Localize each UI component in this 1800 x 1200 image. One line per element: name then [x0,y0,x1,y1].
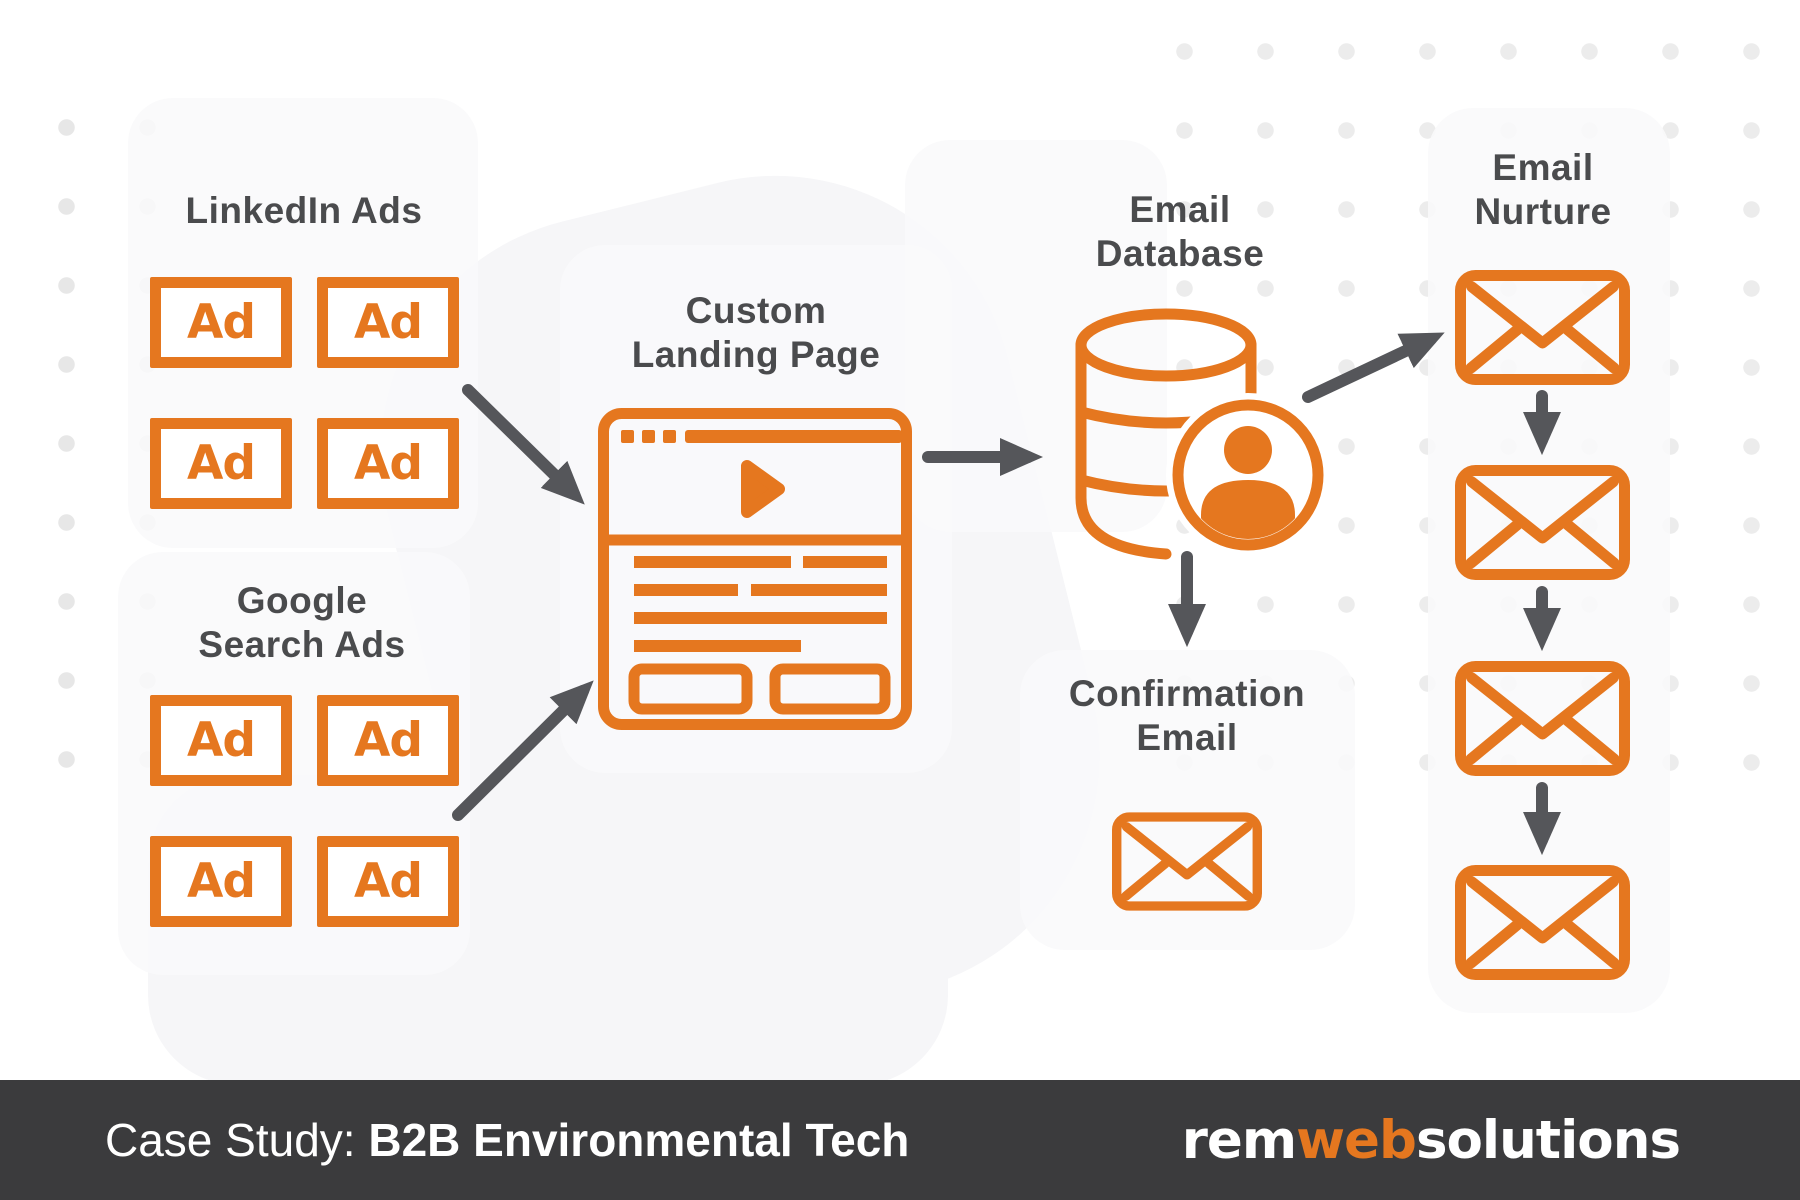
google-ad-box: Ad [317,695,459,786]
nurture-envelope-icon-4 [1455,865,1630,980]
confirmation-email-title: Confirmation Email [1068,673,1306,758]
nurture-envelope-icon-1 [1455,270,1630,385]
email-database-icon [1075,308,1330,560]
footer-caption-bold: B2B Environmental Tech [368,1114,910,1166]
email-nurture-title: Email Nurture [1474,147,1612,232]
confirmation-envelope-icon [1112,812,1262,911]
video-play-icon [741,460,785,518]
browser-bar-icon [621,430,902,443]
footer-caption-prefix: Case Study: [105,1114,369,1166]
nurture-envelope-icon-3 [1455,661,1630,776]
text-lines-icon [634,556,887,652]
google-search-ads-title: Google Search Ads [198,580,406,665]
google-ad-box: Ad [150,695,292,786]
confirmation-email-card [1020,650,1355,950]
google-ad-box: Ad [150,836,292,927]
linkedin-ad-box: Ad [317,277,459,368]
logo-rem: rem [1181,1109,1297,1171]
form-buttons-icon [628,663,891,715]
linkedin-ad-box: Ad [317,418,459,509]
footer-caption: Case Study: B2B Environmental Tech [105,1113,909,1167]
footer-bar: Case Study: B2B Environmental Tech remwe… [0,1080,1800,1200]
landing-page-wireframe-icon [598,408,912,730]
logo-web: web [1296,1109,1417,1171]
custom-landing-page-title: Custom Landing Page [631,290,881,375]
email-database-title: Email Database [1095,189,1265,274]
linkedin-ad-box: Ad [150,418,292,509]
logo-solutions: solutions [1415,1109,1681,1171]
remwebsolutions-logo: remwebsolutions [1181,1109,1681,1171]
linkedin-ad-box: Ad [150,277,292,368]
nurture-envelope-icon-2 [1455,465,1630,580]
user-icon [1166,393,1330,557]
linkedin-ads-title: LinkedIn Ads [185,190,423,231]
google-ad-box: Ad [317,836,459,927]
